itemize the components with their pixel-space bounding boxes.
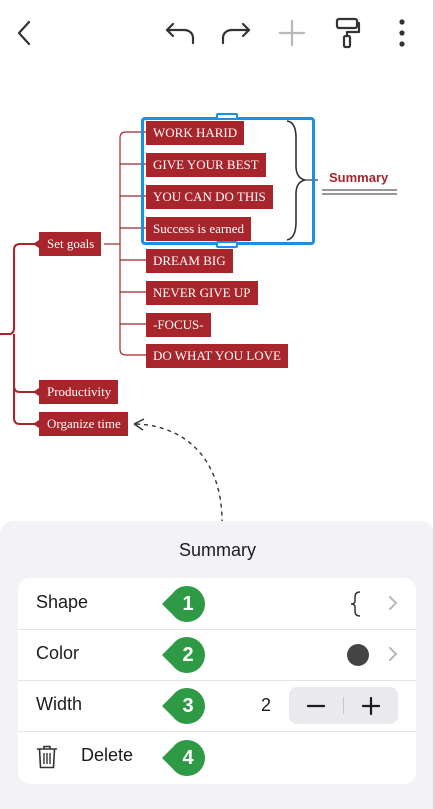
- width-label: Width: [36, 694, 83, 714]
- summary-selection-box[interactable]: [141, 117, 315, 245]
- width-increment-button[interactable]: [344, 687, 398, 724]
- connector-lines: [0, 120, 397, 521]
- undo-button[interactable]: [162, 16, 198, 50]
- main-topic-label: Set goals: [47, 236, 95, 251]
- stepper-divider: [343, 697, 344, 714]
- badge-shape: [162, 637, 205, 673]
- subtopic-node[interactable]: NEVER GIVE UP: [146, 281, 258, 305]
- subtopic-label: DO WHAT YOU LOVE: [153, 348, 281, 363]
- width-stepper: [289, 687, 398, 724]
- window-edge: [433, 0, 435, 809]
- sheet-title: Summary: [178, 540, 256, 560]
- add-topic-button[interactable]: [276, 16, 308, 50]
- options-group: Shape Color Width 2: [18, 578, 416, 784]
- selection-handle-bottom[interactable]: [216, 241, 238, 248]
- top-toolbar: [0, 0, 435, 66]
- undo-icon: [165, 22, 195, 45]
- shape-label: Shape: [36, 592, 89, 612]
- badge-shape: [162, 688, 205, 724]
- redo-button[interactable]: [218, 16, 254, 50]
- badge-shape: [162, 586, 205, 622]
- selection-handle-top[interactable]: [216, 113, 238, 120]
- callout-badge-2: 2: [162, 637, 205, 673]
- delete-label: Delete: [81, 745, 134, 765]
- redo-icon: [221, 22, 251, 45]
- subtopic-label: DREAM BIG: [153, 253, 226, 268]
- badge-number: 3: [182, 695, 194, 717]
- subtopic-label: GIVE YOUR BEST: [153, 157, 259, 172]
- width-decrement-button[interactable]: [289, 687, 343, 724]
- more-button[interactable]: [386, 16, 418, 50]
- main-topic-label: Organize time: [47, 416, 121, 431]
- subtopic-node[interactable]: DO WHAT YOU LOVE: [146, 344, 288, 368]
- summary-topic[interactable]: Summary: [329, 170, 389, 185]
- chevron-right-icon: [389, 647, 398, 661]
- main-topic-organize-time[interactable]: Organize time: [33, 412, 128, 436]
- subtopic-label: -FOCUS-: [153, 317, 204, 332]
- shape-row[interactable]: Shape: [18, 578, 416, 629]
- subtopic-node[interactable]: WORK HARID: [146, 121, 245, 145]
- curly-brace-icon: [350, 591, 361, 617]
- badge-number: 1: [182, 593, 194, 615]
- subtopic-node[interactable]: DREAM BIG: [146, 249, 233, 273]
- color-swatch: [347, 644, 369, 666]
- width-value: 2: [261, 695, 272, 715]
- back-button[interactable]: [9, 16, 41, 50]
- width-row: Width 2: [18, 680, 416, 731]
- main-topic-productivity[interactable]: Productivity: [33, 380, 119, 404]
- subtopic-label: WORK HARID: [153, 125, 238, 140]
- callout-badge-1: 1: [162, 586, 205, 622]
- subtopic-node[interactable]: Success is earned: [146, 217, 251, 241]
- topic-marker: [33, 240, 39, 248]
- topic-marker: [33, 420, 39, 428]
- badge-number: 2: [182, 644, 194, 666]
- delete-row[interactable]: Delete: [18, 731, 416, 782]
- subtopic-node[interactable]: GIVE YOUR BEST: [146, 153, 266, 177]
- color-row[interactable]: Color: [18, 629, 416, 680]
- topic-marker: [33, 388, 39, 396]
- format-painter-button[interactable]: [332, 16, 364, 50]
- more-vertical-icon: [399, 19, 405, 47]
- badge-number: 4: [182, 747, 194, 769]
- callout-badge-4: 4: [162, 740, 205, 776]
- badge-shape: [162, 740, 205, 776]
- plus-icon: [362, 696, 380, 715]
- subtopic-label: NEVER GIVE UP: [153, 285, 251, 300]
- chevron-right-icon: [389, 596, 398, 610]
- subtopic-label: Success is earned: [153, 221, 244, 236]
- main-topic-label: Productivity: [47, 384, 112, 399]
- chevron-left-icon: [17, 20, 31, 46]
- summary-options-sheet: Summary Shape Color Width 2: [0, 521, 435, 809]
- subtopic-node[interactable]: YOU CAN DO THIS: [146, 185, 273, 209]
- color-label: Color: [36, 643, 80, 663]
- mindmap-canvas[interactable]: WORK HARID GIVE YOUR BEST YOU CAN DO THI…: [0, 66, 435, 521]
- minus-icon: [307, 704, 325, 707]
- trash-icon: [37, 745, 57, 769]
- main-topic-set-goals[interactable]: Set goals: [33, 232, 102, 256]
- paint-roller-icon: [335, 17, 361, 49]
- plus-icon: [278, 19, 306, 47]
- callout-badge-3: 3: [162, 688, 205, 724]
- subtopic-label: YOU CAN DO THIS: [153, 189, 266, 204]
- subtopic-node[interactable]: -FOCUS-: [146, 313, 211, 337]
